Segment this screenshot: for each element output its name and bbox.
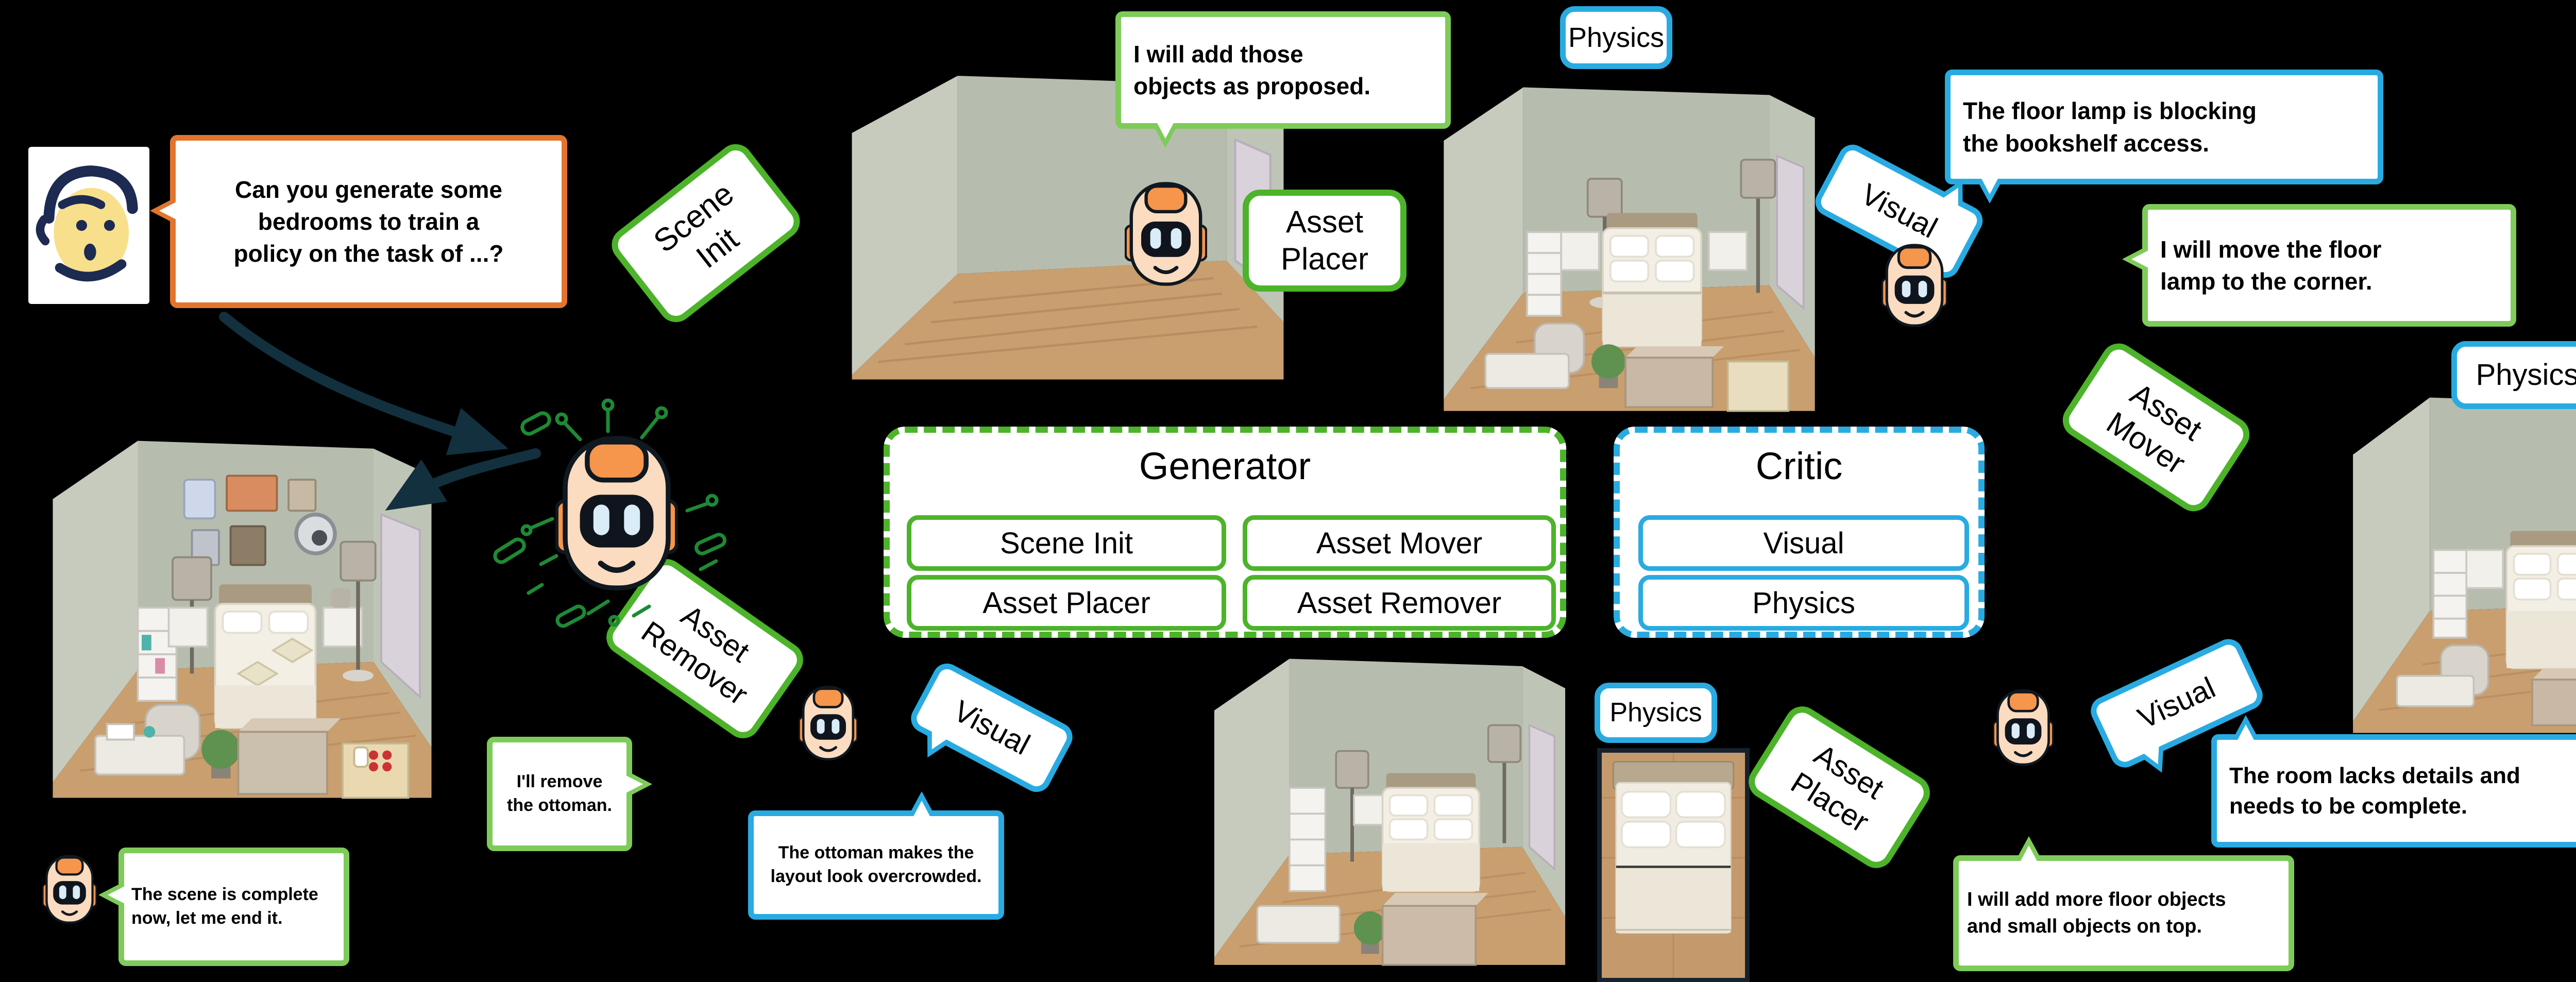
bubble-overcrowded-text: The ottoman makes the layout look overcr… xyxy=(770,843,982,886)
generator-button-asset-placer: Asset Placer xyxy=(907,575,1226,631)
room-render-final xyxy=(53,441,432,799)
critic-button-physics: Physics xyxy=(1638,575,1969,631)
critic-panel-title: Critic xyxy=(1755,445,1843,487)
tag-visual-mid: Visual xyxy=(906,658,1078,797)
bubble-remove-ottoman-text: I'll remove the ottoman. xyxy=(507,772,612,815)
bubble-remove-ottoman: I'll remove the ottoman. xyxy=(487,737,652,851)
bubble-lamp-blocking-text: The floor lamp is blocking the bookshelf… xyxy=(1963,97,2257,157)
tag-physics-top-label: Physics xyxy=(1568,22,1665,53)
tag-visual-mid-label: Visual xyxy=(948,693,1036,761)
room-render-placed xyxy=(1444,87,1815,412)
bubble-move-lamp-text: I will move the floor lamp to the corner… xyxy=(2160,235,2382,295)
robot-asset-placer-bottom-icon xyxy=(1993,687,2054,768)
bubble-add-more: I will add more floor objects and small … xyxy=(1953,836,2294,971)
bubble-add-objects: I will add those objects as proposed. xyxy=(1115,11,1451,148)
tag-visual-top-label: Visual xyxy=(1855,177,1943,245)
generator-button-asset-remover: Asset Remover xyxy=(1243,575,1556,631)
robot-asset-remover-icon xyxy=(799,683,858,763)
tag-asset-placer-bottom: Asset Placer xyxy=(1742,700,1937,875)
tag-asset-mover: Asset Mover xyxy=(2056,336,2257,518)
generator-button-asset-mover: Asset Mover xyxy=(1243,515,1556,571)
bubble-scene-complete: The scene is complete now, let me end it… xyxy=(98,848,349,966)
bubble-lamp-blocking: The floor lamp is blocking the bookshelf… xyxy=(1945,70,2383,204)
bubble-scene-complete-text: The scene is complete now, let me end it… xyxy=(131,885,318,928)
bubble-user-request-text: Can you generate some bedrooms to train … xyxy=(233,176,504,267)
user-icon xyxy=(28,147,149,304)
bubble-move-lamp: I will move the floor lamp to the corner… xyxy=(2122,204,2516,327)
bubble-add-more-text: I will add more floor objects and small … xyxy=(1967,889,2226,937)
room-render-crowded xyxy=(1214,658,1566,966)
bubble-room-lacks-text: The room lacks details and needs to be c… xyxy=(2229,763,2520,819)
robot-scene-end-icon xyxy=(42,843,97,936)
generator-panel-title: Generator xyxy=(1139,445,1311,487)
bubble-room-lacks: The room lacks details and needs to be c… xyxy=(2211,715,2576,848)
tag-scene-init-label: Scene Init xyxy=(647,176,745,275)
tag-physics-right: Physics xyxy=(2451,341,2576,409)
generator-button-scene-init: Scene Init xyxy=(907,515,1226,571)
tag-asset-placer-label: Asset Placer xyxy=(1280,205,1369,276)
bubble-user-request: Can you generate some bedrooms to train … xyxy=(150,135,567,308)
critic-panel: Critic Visual Physics xyxy=(1614,427,1985,638)
tag-asset-placer: Asset Placer xyxy=(1243,190,1406,292)
tag-visual-bottom-label: Visual xyxy=(2133,671,2221,736)
robot-asset-mover-icon xyxy=(1882,241,1947,330)
critic-button-visual: Visual xyxy=(1638,515,1969,571)
room-render-lamp-moved xyxy=(2353,397,2576,733)
tag-scene-init: Scene Init xyxy=(604,137,807,329)
bubble-overcrowded: The ottoman makes the layout look overcr… xyxy=(748,791,1004,920)
room-render-bed-closeup xyxy=(1597,748,1750,982)
robot-asset-placer-icon xyxy=(1125,179,1207,289)
generator-panel: Generator Scene Init Asset Mover Asset P… xyxy=(884,427,1566,638)
circuit-robot-icon xyxy=(493,398,726,628)
tag-asset-placer-bottom-label: Asset Placer xyxy=(1785,738,1890,839)
tag-physics-bottom-label: Physics xyxy=(1609,698,1702,728)
tag-physics-top: Physics xyxy=(1560,6,1672,69)
tag-asset-mover-label: Asset Mover xyxy=(2100,376,2209,481)
tag-physics-bottom: Physics xyxy=(1595,683,1717,743)
bubble-add-objects-text: I will add those objects as proposed. xyxy=(1133,40,1371,99)
tag-physics-right-label: Physics xyxy=(2476,358,2576,392)
